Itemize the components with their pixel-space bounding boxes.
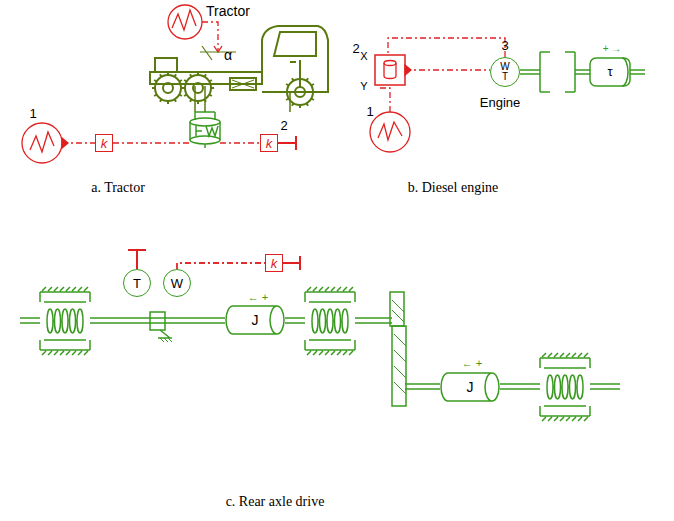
inertia-cylinder: J [225, 305, 285, 335]
label: 3 [501, 39, 508, 53]
node-text: W [171, 277, 183, 290]
node-text: J [467, 380, 474, 394]
label: Y [360, 80, 367, 92]
label: 1 [366, 105, 373, 119]
label: + → [603, 43, 622, 54]
spring-housing [305, 287, 355, 355]
label: ← + [248, 291, 268, 303]
panel-caption: c. Rear axle drive [226, 494, 325, 509]
node-text: J [252, 313, 259, 327]
node-text: W [500, 62, 509, 72]
spring-housing [40, 287, 90, 355]
sensor-circle: W [163, 269, 191, 297]
inertia-cylinder: J [440, 372, 500, 402]
gain-block: k [260, 134, 278, 152]
spring-housing [540, 353, 590, 421]
node-text: k [266, 137, 273, 150]
panel-caption: a. Tractor [91, 180, 145, 195]
panel-caption: b. Diesel engine [408, 180, 499, 195]
sensor-circle: WT [490, 57, 520, 87]
gain-block: k [265, 254, 283, 272]
label: 1 [29, 107, 36, 121]
label: τ [607, 65, 612, 79]
label: Engine [480, 96, 520, 110]
label: ← + [462, 357, 482, 369]
label: 2 [280, 119, 287, 133]
node-text: T [502, 72, 508, 82]
sensor-circle: T [123, 269, 151, 297]
label: α [224, 48, 232, 63]
node-text: k [271, 257, 278, 270]
signal-line [177, 263, 265, 269]
node-text: T [133, 277, 141, 290]
gain-block: k [95, 134, 113, 152]
label: X [360, 50, 367, 62]
label: 2 [352, 42, 359, 56]
label: Tractor [206, 4, 250, 19]
node-text: k [101, 137, 108, 150]
